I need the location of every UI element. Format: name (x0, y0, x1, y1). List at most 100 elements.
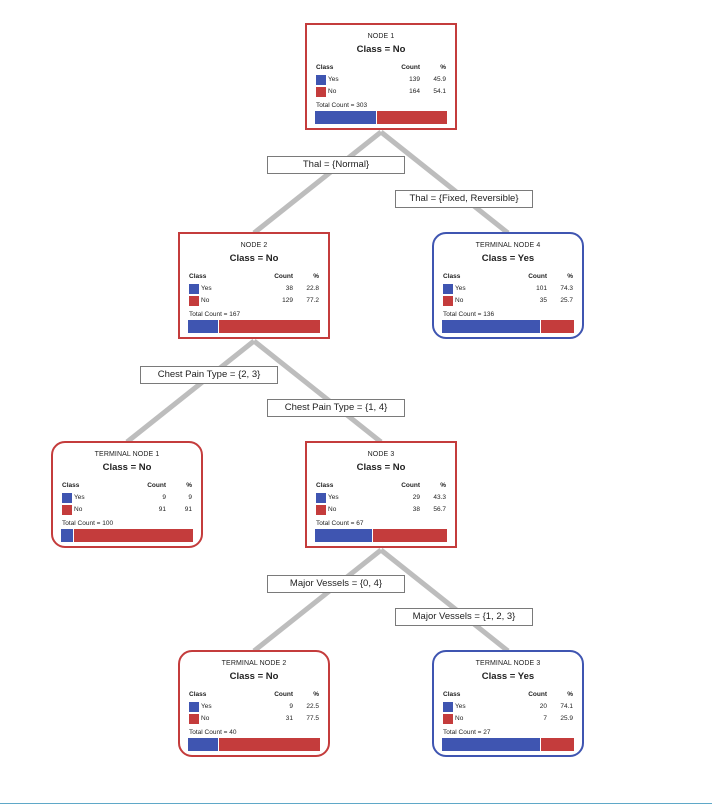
row-yes: Yes 29 43.3 (316, 493, 446, 503)
no-swatch (443, 296, 453, 306)
terminal-node-3[interactable]: TERMINAL NODE 3 Class = Yes Class Count … (432, 650, 584, 757)
bar-yes-segment (188, 320, 219, 333)
no-swatch (443, 714, 453, 724)
header-count: Count (274, 273, 293, 280)
row-label: No (455, 297, 464, 304)
yes-swatch (316, 75, 326, 85)
node-2[interactable]: NODE 2 Class = No Class Count % Yes 38 2… (178, 232, 330, 339)
row-label: Yes (201, 703, 212, 710)
node-class: Class = No (356, 462, 406, 473)
row-label: Yes (74, 494, 85, 501)
row-yes: Yes 9 9 (62, 493, 192, 503)
header-class: Class (62, 482, 80, 489)
row-label: No (74, 506, 83, 513)
yes-swatch (316, 493, 326, 503)
row-count: 38 (412, 506, 420, 513)
split-chest-pain-1-4: Chest Pain Type = {1, 4} (267, 399, 405, 417)
header-pct: % (440, 64, 446, 71)
node-1[interactable]: NODE 1 Class = No Class Count % Yes 139 … (305, 23, 457, 130)
bar-yes-segment (442, 320, 541, 333)
split-chest-pain-2-3: Chest Pain Type = {2, 3} (140, 366, 278, 384)
row-pct: 25.9 (560, 715, 573, 722)
row-count: 31 (285, 715, 293, 722)
bar-yes-segment (61, 529, 73, 542)
node-title: TERMINAL NODE 1 (94, 451, 160, 458)
bar-divider (217, 738, 219, 751)
row-pct: 45.9 (433, 76, 446, 83)
bar-no-segment (540, 738, 574, 751)
split-major-vessels-1-2-3: Major Vessels = {1, 2, 3} (395, 608, 533, 626)
row-pct: 56.7 (433, 506, 446, 513)
header-class: Class (316, 64, 334, 71)
header-pct: % (567, 691, 573, 698)
node-title: NODE 2 (240, 242, 268, 249)
no-swatch (189, 714, 199, 724)
row-label: Yes (455, 285, 466, 292)
row-label: Yes (455, 703, 466, 710)
row-count: 139 (409, 76, 420, 83)
row-yes: Yes 38 22.8 (189, 284, 319, 294)
row-count: 38 (285, 285, 293, 292)
edge-node2-node3 (252, 339, 383, 444)
total-count: Total Count = 67 (316, 520, 364, 527)
row-pct: 43.3 (433, 494, 446, 501)
edge-node1-node2 (252, 130, 383, 235)
total-count: Total Count = 100 (62, 520, 114, 527)
row-yes: Yes 139 45.9 (316, 75, 446, 85)
terminal-node-1[interactable]: TERMINAL NODE 1 Class = No Class Count %… (51, 441, 203, 548)
bar-yes-segment (315, 111, 376, 124)
row-label: Yes (328, 76, 339, 83)
edge-node2-terminal1 (125, 339, 256, 444)
split-thal-fixed-reversible: Thal = {Fixed, Reversible} (395, 190, 533, 208)
header-pct: % (186, 482, 192, 489)
edge-node1-terminal4 (379, 130, 510, 235)
row-pct: 74.3 (560, 285, 573, 292)
bar-no-segment (373, 529, 447, 542)
row-no: No 7 25.9 (443, 714, 573, 724)
total-count: Total Count = 303 (316, 102, 368, 109)
edge-node3-terminal3 (379, 548, 510, 653)
header-pct: % (567, 273, 573, 280)
row-pct: 77.2 (306, 297, 319, 304)
bar-no-segment (376, 111, 447, 124)
row-count: 101 (536, 285, 547, 292)
bar-yes-segment (315, 529, 373, 542)
header-count: Count (274, 691, 293, 698)
header-pct: % (440, 482, 446, 489)
terminal-node-4[interactable]: TERMINAL NODE 4 Class = Yes Class Count … (432, 232, 584, 339)
header-class: Class (443, 273, 461, 280)
bar-divider (375, 111, 377, 124)
row-pct: 74.1 (560, 703, 573, 710)
row-no: No 91 91 (62, 505, 192, 515)
terminal-node-2[interactable]: TERMINAL NODE 2 Class = No Class Count %… (178, 650, 330, 757)
row-pct: 22.5 (306, 703, 319, 710)
node-3[interactable]: NODE 3 Class = No Class Count % Yes 29 4… (305, 441, 457, 548)
node-class: Class = No (229, 671, 279, 682)
header-class: Class (189, 691, 207, 698)
no-swatch (316, 87, 326, 97)
bar-divider (72, 529, 74, 542)
edge-node3-terminal2 (252, 548, 383, 653)
row-count: 129 (282, 297, 293, 304)
row-label: No (328, 88, 337, 95)
row-count: 9 (289, 703, 293, 710)
total-count: Total Count = 27 (443, 729, 491, 736)
yes-swatch (189, 284, 199, 294)
row-count: 9 (162, 494, 166, 501)
bar-no-segment (73, 529, 193, 542)
row-no: No 38 56.7 (316, 505, 446, 515)
class-distribution-bar (442, 738, 574, 751)
class-distribution-bar (188, 738, 320, 751)
row-label: No (328, 506, 337, 513)
bar-divider (539, 738, 541, 751)
row-no: No 35 25.7 (443, 296, 573, 306)
row-label: Yes (201, 285, 212, 292)
row-yes: Yes 20 74.1 (443, 702, 573, 712)
bar-divider (218, 320, 220, 333)
class-distribution-bar (315, 529, 447, 542)
no-swatch (189, 296, 199, 306)
bar-yes-segment (188, 738, 218, 751)
row-count: 91 (158, 506, 166, 513)
yes-swatch (443, 284, 453, 294)
row-pct: 91 (184, 506, 192, 513)
